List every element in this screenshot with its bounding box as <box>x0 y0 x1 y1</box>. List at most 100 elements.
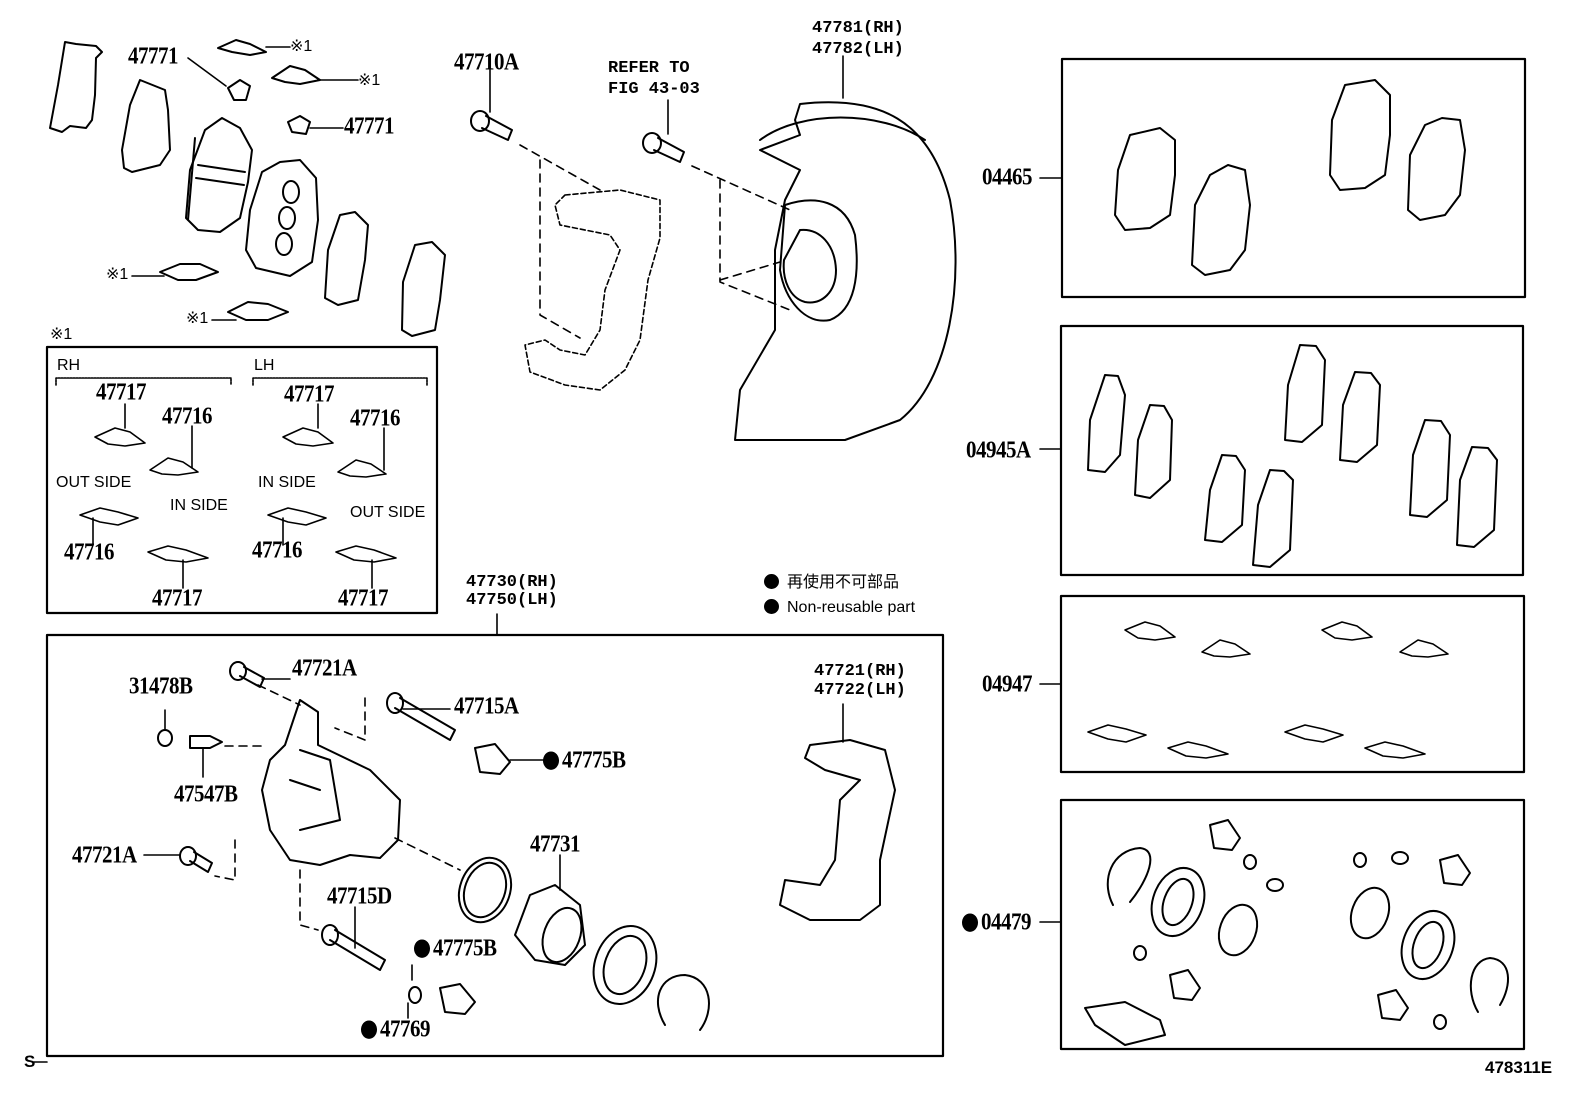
part-label-47547b: 47547B <box>174 779 238 808</box>
bolt-47721a-left <box>143 846 213 873</box>
bushing-47769 <box>407 986 422 1019</box>
corner-mark: S <box>24 1052 36 1071</box>
part-label-47781-rh: 47781(RH) <box>812 19 904 38</box>
inset-rh-side-a: OUT SIDE <box>56 474 132 491</box>
kit-04465-pads <box>1114 79 1466 276</box>
note-mark-1c: ※1 <box>106 266 129 283</box>
legend-en: Non-reusable part <box>764 595 915 621</box>
note-mark-1b: ※1 <box>358 72 381 89</box>
non-reusable-dot-icon <box>361 1020 377 1039</box>
non-reusable-dot-icon <box>962 913 978 932</box>
caliper-assembly-box <box>45 633 945 1058</box>
part-label-47775b-top-text: 47775B <box>562 745 626 774</box>
inset-lh-47716-bottom: 47716 <box>252 535 303 564</box>
inset-rh-side-b: IN SIDE <box>170 497 228 514</box>
kit-box-04479 <box>1059 798 1526 1051</box>
bleeder-plug-47547b <box>189 735 223 778</box>
bolt-47710a <box>470 61 513 141</box>
inset-rh-47717-bottom: 47717 <box>152 583 203 612</box>
kit-label-04479: 04479 <box>962 907 1032 936</box>
shim-plate-1 <box>49 41 103 133</box>
refer-line-1: REFER TO <box>608 59 690 78</box>
part-label-47722-lh: 47722(LH) <box>814 681 906 700</box>
part-label-47715a: 47715A <box>454 691 519 720</box>
note-mark-1d: ※1 <box>186 310 209 327</box>
inset-lh-47716-top: 47716 <box>350 403 401 432</box>
dashed-guides-top <box>519 144 791 339</box>
part-label-47721a-left: 47721A <box>72 840 137 869</box>
slide-pin-47715d <box>321 906 386 971</box>
kit-label-04479-text: 04479 <box>981 907 1032 936</box>
kit-04945a-shims <box>1087 344 1498 568</box>
boot-47775b-bottom <box>411 964 476 1015</box>
part-label-47775b-bottom: 47775B <box>414 933 497 962</box>
inset-clips <box>79 403 397 589</box>
part-label-47775b-top: 47775B <box>543 745 626 774</box>
non-reusable-dot-icon <box>543 751 559 770</box>
part-label-47750-lh: 47750(LH) <box>466 591 558 610</box>
kit-box-04947 <box>1059 594 1526 774</box>
inset-lh-47717-top: 47717 <box>284 379 335 408</box>
legend-jp: 再使用不可部品 <box>764 570 899 596</box>
part-label-47769-text: 47769 <box>380 1014 431 1043</box>
kit-box-04465 <box>1060 57 1527 299</box>
inset-box <box>45 345 439 615</box>
lh-bracket <box>252 377 428 386</box>
seal-ring <box>457 856 513 924</box>
bleeder-cap-31478b <box>157 709 173 747</box>
inset-lh-side-b: OUT SIDE <box>350 504 426 521</box>
part-label-47731: 47731 <box>530 829 581 858</box>
part-label-47710a: 47710A <box>454 47 519 76</box>
inset-rh-47716-bottom: 47716 <box>64 537 115 566</box>
inset-lh-header: LH <box>254 357 275 374</box>
dashed-guides-caliper <box>214 684 461 931</box>
brake-pad-inner <box>245 159 319 277</box>
anti-squeal-clips-top <box>159 39 321 321</box>
note-mark-1a: ※1 <box>290 38 313 55</box>
part-label-47775b-bottom-text: 47775B <box>433 933 497 962</box>
brake-pad-outer <box>185 117 253 233</box>
kit-label-04947: 04947 <box>982 669 1033 698</box>
boot-47775b-top <box>474 743 544 775</box>
inset-rh-header: RH <box>57 357 81 374</box>
piston-boot <box>592 925 658 1005</box>
part-label-47730-rh: 47730(RH) <box>466 573 558 592</box>
caliper-body <box>261 699 401 866</box>
torque-plate-47721 <box>779 703 896 921</box>
non-reusable-dot-icon <box>764 599 779 614</box>
non-reusable-dot-icon <box>764 574 779 589</box>
shim-plate-4 <box>401 241 446 337</box>
bolt-refer <box>642 99 685 163</box>
inset-lh-side-a: IN SIDE <box>258 474 316 491</box>
part-label-47782-lh: 47782(LH) <box>812 40 904 59</box>
part-label-47771-a: 47771 <box>128 41 179 70</box>
kit-04947-clips <box>1087 621 1449 759</box>
non-reusable-dot-icon <box>414 939 430 958</box>
inset-title: ※1 <box>50 326 73 343</box>
part-label-47771-b: 47771 <box>344 111 395 140</box>
inset-rh-47717-top: 47717 <box>96 377 147 406</box>
part-label-31478b: 31478B <box>129 671 193 700</box>
part-label-47721a-top: 47721A <box>292 653 357 682</box>
leaders-top-left <box>131 46 359 321</box>
rh-bracket <box>55 377 232 386</box>
kit-label-04945a: 04945A <box>966 435 1031 464</box>
shim-plate-3 <box>324 211 369 306</box>
legend-jp-text: 再使用不可部品 <box>787 574 900 591</box>
slide-pin-47715a <box>386 692 456 741</box>
refer-line-2: FIG 43-03 <box>608 80 700 99</box>
part-label-47769: 47769 <box>361 1014 431 1043</box>
kit-label-04465: 04465 <box>982 162 1033 191</box>
inset-lh-47717-bottom: 47717 <box>338 583 389 612</box>
kit-04479-seals <box>1084 819 1510 1046</box>
part-label-47721-rh: 47721(RH) <box>814 662 906 681</box>
piston-47731 <box>514 854 586 966</box>
kit-box-04945a <box>1059 324 1525 577</box>
dust-shield <box>734 55 957 441</box>
caliper-bracket-phantom <box>524 189 661 391</box>
inset-rh-47716-top: 47716 <box>162 401 213 430</box>
part-label-47715d: 47715D <box>327 881 392 910</box>
bolt-47721a-top <box>229 661 291 688</box>
set-ring <box>656 974 710 1031</box>
